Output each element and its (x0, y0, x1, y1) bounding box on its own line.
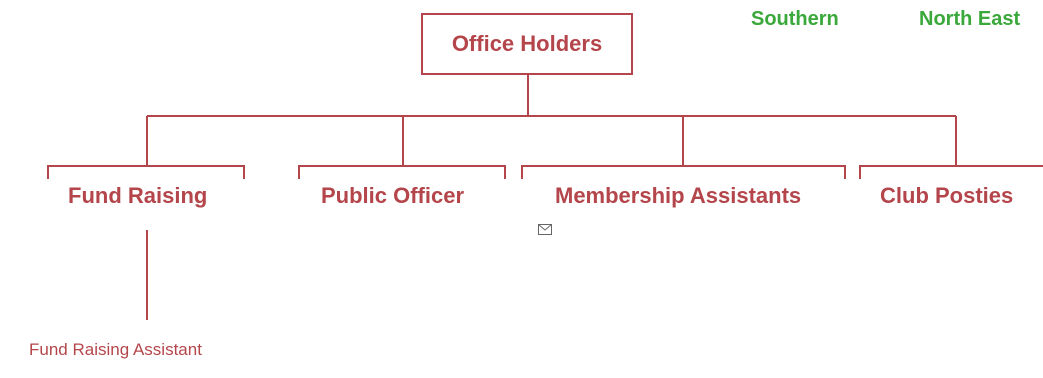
bracket-membership (521, 165, 846, 179)
fund-raising-node[interactable]: Fund Raising (68, 183, 208, 208)
fund-raising-assistant-node[interactable]: Fund Raising Assistant (29, 340, 202, 359)
mail-icon[interactable] (538, 224, 552, 235)
region-southern-label: Southern (751, 8, 839, 30)
club-posties-node[interactable]: Club Posties (880, 183, 1014, 208)
bracket-fund-raising (47, 165, 245, 179)
public-officer-node[interactable]: Public Officer (321, 183, 465, 208)
bracket-club-posties (859, 165, 1043, 179)
membership-assistants-node[interactable]: Membership Assistants (555, 183, 802, 208)
office-holders-label: Office Holders (451, 31, 603, 56)
region-north-east-label: North East (919, 8, 1021, 30)
office-holders-node[interactable]: Office Holders (421, 13, 633, 75)
bracket-public-officer (298, 165, 506, 179)
